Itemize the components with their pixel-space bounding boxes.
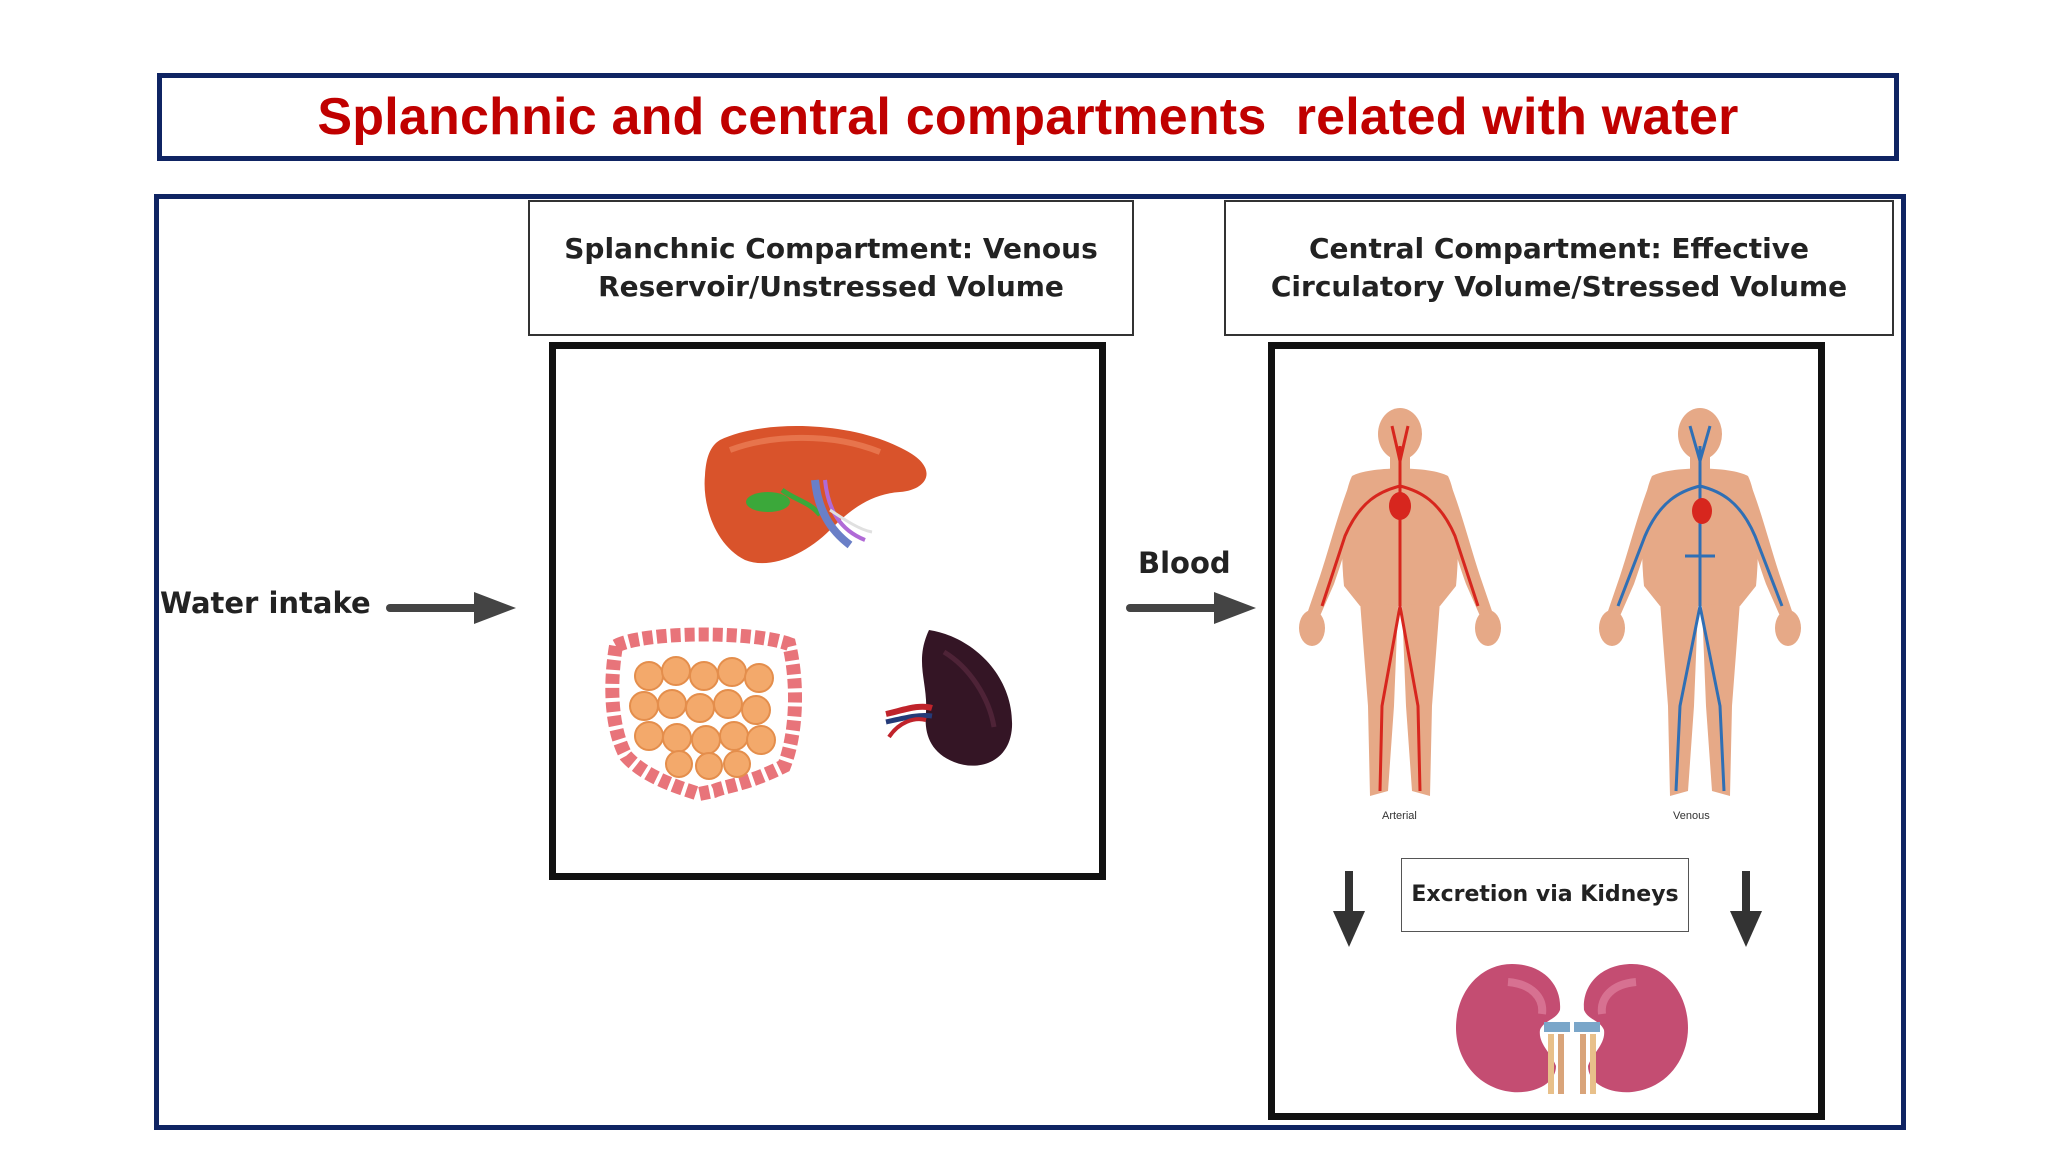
splanchnic-header: Splanchnic Compartment: Venous Reservoir…: [528, 200, 1134, 336]
arterial-caption: Arterial: [1382, 810, 1417, 822]
water-intake-label: Water intake: [160, 586, 371, 620]
down-arrow-left-icon: [1333, 871, 1365, 947]
kidney-icon: [1456, 964, 1688, 1094]
page-title: Splanchnic and central compartments rela…: [317, 88, 1739, 146]
splanchnic-header-line2: Reservoir/Unstressed Volume: [598, 270, 1064, 303]
down-arrow-right-icon: [1730, 871, 1762, 947]
blood-label: Blood: [1138, 546, 1231, 580]
venous-caption: Venous: [1673, 810, 1710, 822]
excretion-label: Excretion via Kidneys: [1411, 882, 1679, 907]
central-header: Central Compartment: Effective Circulato…: [1224, 200, 1894, 336]
water-intake-arrow-icon: [386, 592, 516, 624]
intestines-icon: [605, 627, 803, 802]
splanchnic-header-line1: Splanchnic Compartment: Venous: [564, 232, 1098, 265]
title-box: Splanchnic and central compartments rela…: [157, 73, 1899, 161]
liver-icon: [704, 426, 927, 564]
excretion-box: Excretion via Kidneys: [1401, 858, 1689, 932]
venous-body-icon: [1599, 408, 1801, 796]
central-header-line1: Central Compartment: Effective: [1308, 232, 1810, 265]
diagram-frame: [154, 194, 1906, 1130]
spleen-icon: [885, 630, 1013, 766]
arterial-body-icon: [1299, 408, 1501, 796]
central-header-line2: Circulatory Volume/Stressed Volume: [1270, 270, 1848, 303]
blood-arrow-icon: [1126, 592, 1256, 624]
